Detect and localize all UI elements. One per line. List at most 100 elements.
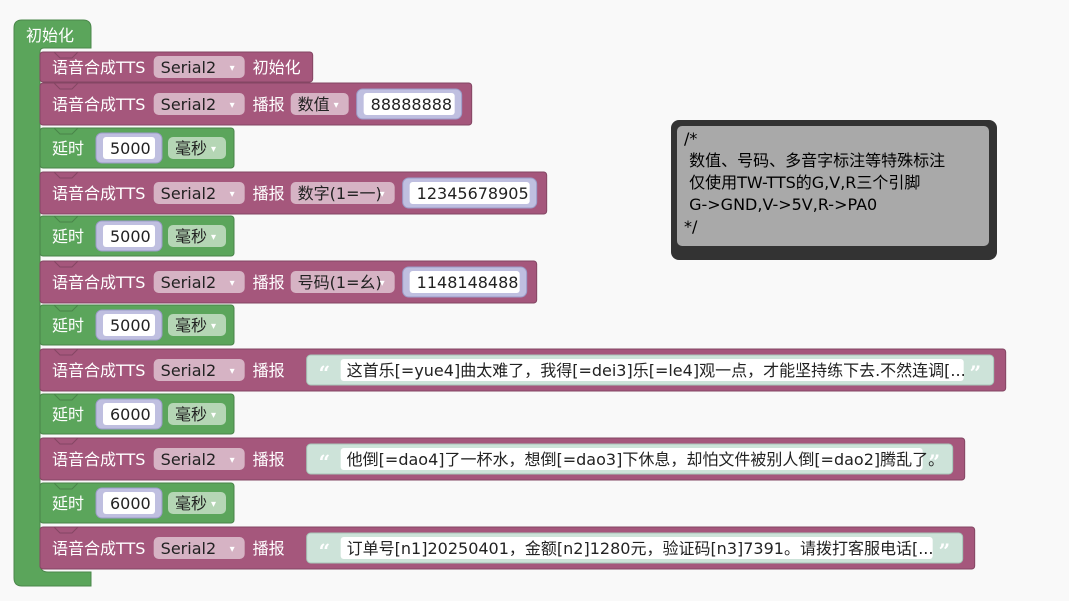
delay-unit-dropdown-value: 毫秒: [175, 494, 207, 513]
open-quote-icon: “: [319, 539, 331, 563]
setup-block-body: [13, 19, 92, 587]
code-comment[interactable]: [671, 120, 997, 260]
play-mode-dropdown-value: 数值: [298, 95, 330, 114]
play-label: 播报: [253, 95, 285, 114]
play-value-field[interactable]: 88888888: [356, 88, 463, 120]
chevron-down-icon: ▾: [230, 278, 235, 289]
serial-port-dropdown[interactable]: Serial2▾: [153, 271, 245, 293]
setup-block[interactable]: 初始化: [13, 19, 92, 587]
chevron-down-icon: ▾: [380, 189, 385, 200]
play-text-field[interactable]: “他倒[=dao4]了一杯水，想倒[=dao3]下休息，却怕文件被别人倒[=da…: [306, 443, 954, 475]
play-mode-dropdown-value: 号码(1=幺): [298, 273, 382, 292]
serial-port-dropdown-bg: [153, 537, 245, 559]
delay-value-field-bg: [103, 314, 155, 336]
serial-port-dropdown-value: Serial2: [161, 539, 216, 558]
play-text-field-value: 这首乐[=yue4]曲太难了，我得[=dei3]乐[=le4]观一点，才能坚持练…: [347, 361, 966, 380]
play-value-field-value: 12345678905: [417, 184, 529, 203]
delay-label: 延时: [52, 316, 84, 335]
play-value-field[interactable]: 1148148488: [402, 266, 528, 298]
block-notch: [53, 437, 79, 445]
chevron-down-icon: ▾: [230, 189, 235, 200]
play-mode-dropdown[interactable]: 数字(1=一)▾: [290, 182, 395, 204]
delay-unit-dropdown[interactable]: 毫秒 ▾: [168, 225, 226, 247]
delay-value-field[interactable]: 5000: [95, 220, 163, 252]
play-label: 播报: [253, 273, 285, 292]
delay-unit-dropdown-bg: [168, 137, 226, 159]
play-value-field-bg: [409, 271, 520, 293]
delay-unit-dropdown[interactable]: 毫秒▾: [168, 137, 226, 159]
close-quote-icon: ”: [939, 539, 951, 563]
serial-port-dropdown[interactable]: Serial2▾: [153, 448, 245, 470]
delay-label: 延时: [52, 405, 84, 424]
delay-block[interactable]: 延时 6000 毫秒 ▾: [39, 393, 235, 435]
play-value-field-value: 1148148488: [417, 273, 519, 292]
delay-block[interactable]: 延时 6000 毫秒 ▾: [39, 482, 235, 524]
play-mode-dropdown-value: 数字(1=一): [298, 184, 382, 203]
play-text-field[interactable]: “订单号[n1]20250401，金额[n2]1280元，验证码[n3]7391…: [306, 532, 964, 564]
play-value-field[interactable]: 12345678905: [402, 177, 538, 209]
play-mode-dropdown-bg: [290, 271, 395, 293]
chevron-down-icon: ▾: [211, 410, 216, 421]
play-text-field-bg: [340, 448, 923, 470]
serial-port-dropdown[interactable]: Serial2▾: [153, 537, 245, 559]
serial-port-dropdown[interactable]: Serial2▾: [153, 359, 245, 381]
block-notch: [53, 526, 79, 534]
play-mode-dropdown[interactable]: 数值 ▾: [290, 93, 349, 115]
block-notch: [53, 348, 79, 356]
serial-port-dropdown[interactable]: Serial2▾: [153, 93, 245, 115]
chevron-down-icon: ▾: [211, 232, 216, 243]
delay-value-field-bg: [103, 492, 155, 514]
delay-unit-dropdown-bg: [168, 403, 226, 425]
serial-port-dropdown-value: Serial2: [161, 184, 216, 203]
delay-value-field[interactable]: 6000: [95, 487, 163, 519]
play-value-field-value: 88888888: [371, 95, 452, 114]
delay-value-field-bg: [103, 225, 155, 247]
delay-unit-dropdown-value: 毫秒: [175, 227, 207, 246]
delay-unit-dropdown[interactable]: 毫秒▾: [168, 314, 226, 336]
play-label: 播报: [253, 361, 285, 380]
tts-play-block[interactable]: 语音合成TTS Serial2▾ 播报 “这首乐[=yue4]曲太难了，我得[=dei…: [39, 348, 1007, 392]
play-label: 播报: [253, 539, 285, 558]
serial-port-dropdown[interactable]: Serial2▾: [153, 56, 245, 78]
play-text-field-bg: [340, 537, 933, 559]
serial-port-dropdown-bg: [153, 56, 245, 78]
play-mode-dropdown[interactable]: 号码(1=幺)▾: [290, 271, 395, 293]
delay-unit-dropdown[interactable]: 毫秒 ▾: [168, 492, 226, 514]
block-notch: [53, 393, 79, 401]
chevron-down-icon: ▾: [211, 499, 216, 510]
delay-unit-dropdown-value: 毫秒: [175, 405, 207, 424]
serial-port-dropdown-bg: [153, 359, 245, 381]
play-mode-dropdown-bg: [290, 93, 349, 115]
delay-unit-dropdown[interactable]: 毫秒 ▾: [168, 403, 226, 425]
delay-value-field-bg: [103, 137, 155, 159]
block-notch: [53, 215, 79, 223]
delay-value-field[interactable]: 5000: [95, 132, 163, 164]
chevron-down-icon: ▾: [334, 100, 339, 111]
delay-unit-dropdown-bg: [168, 314, 226, 336]
close-quote-icon: ”: [970, 361, 982, 385]
delay-unit-dropdown-value: 毫秒: [175, 139, 207, 158]
chevron-down-icon: ▾: [230, 455, 235, 466]
block-notch: [53, 51, 79, 59]
chevron-down-icon: ▾: [230, 63, 235, 74]
chevron-down-icon: ▾: [211, 321, 216, 332]
comment-text[interactable]: /* 数值、号码、多音字标注等特殊标注 仅使用TW-TTS的G,V,R三个引脚 …: [684, 129, 946, 236]
tts-label: 语音合成TTS: [52, 273, 145, 292]
delay-value-field[interactable]: 5000: [95, 309, 163, 341]
delay-label: 延时: [52, 494, 84, 513]
serial-port-dropdown[interactable]: Serial2 ▾: [153, 182, 245, 204]
delay-value-field[interactable]: 6000: [95, 398, 163, 430]
tts-label: 语音合成TTS: [52, 361, 145, 380]
tts-label: 语音合成TTS: [52, 184, 145, 203]
play-text-field[interactable]: “这首乐[=yue4]曲太难了，我得[=dei3]乐[=le4]观一点，才能坚持…: [306, 354, 995, 386]
